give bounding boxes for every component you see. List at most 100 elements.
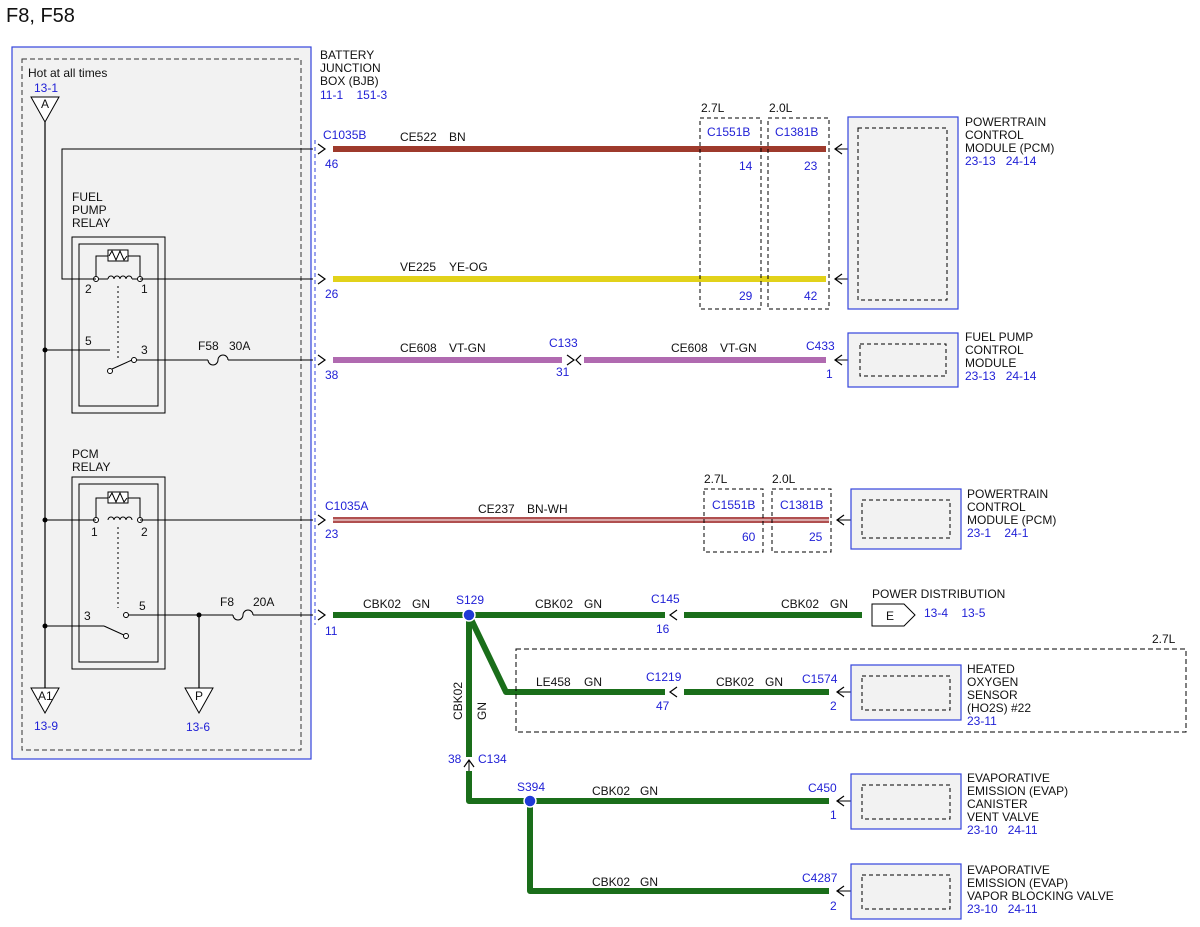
- c1551b-lower-name[interactable]: C1551B: [712, 498, 755, 512]
- connector-a1-icon: [30, 687, 60, 715]
- evap-vent-circuit: CBK02: [592, 784, 630, 798]
- connector-e-icon: [871, 603, 916, 627]
- c134-name[interactable]: C134: [478, 752, 507, 766]
- c145-name[interactable]: C145: [651, 592, 680, 606]
- fuel-pump-relay-box: [71, 236, 166, 414]
- fuel-pump-control-module[interactable]: [847, 332, 959, 388]
- w4-conn[interactable]: C1035A: [325, 499, 368, 513]
- fpr-pin-5: 5: [85, 334, 92, 348]
- w3-circuit2: CE608: [671, 341, 708, 355]
- bjb-label-1: BATTERY: [320, 48, 374, 62]
- w2-left-terminal-icon: [317, 273, 327, 285]
- ho2s-line-1: HEATED: [967, 662, 1015, 676]
- upper-2-0l-label: 2.0L: [769, 101, 793, 115]
- pcm2-refs[interactable]: 23-1 24-1: [967, 526, 1029, 540]
- fpcm-refs[interactable]: 23-13 24-14: [965, 369, 1037, 383]
- ho2s-color: GN: [584, 675, 602, 689]
- c433-pin: 1: [826, 367, 833, 381]
- green-network[interactable]: [333, 612, 862, 894]
- c4287-name[interactable]: C4287: [802, 871, 838, 885]
- c1381b-upper-box: [767, 117, 830, 310]
- evap-block-line-1: EVAPORATIVE: [967, 863, 1050, 877]
- c1574-name[interactable]: C1574: [802, 672, 838, 686]
- evap-vent-line-3: CANISTER: [967, 797, 1028, 811]
- fpcm-line-2: CONTROL: [965, 343, 1024, 357]
- c433-name[interactable]: C433: [806, 339, 835, 353]
- hot-at-all-times-label: Hot at all times: [28, 66, 107, 80]
- w5-circuit-b: CBK02: [535, 597, 573, 611]
- connector-e-label: E: [886, 609, 894, 623]
- c133-female-icon: [575, 354, 582, 366]
- bjb-inner-dashed: [21, 58, 302, 751]
- page-title: F8, F58: [6, 5, 75, 27]
- w5-color-c: GN: [830, 597, 848, 611]
- ho2s-module[interactable]: [850, 664, 962, 721]
- pcmr-label-2: RELAY: [72, 460, 110, 474]
- evap-vent-line-2: EMISSION (EVAP): [967, 784, 1068, 798]
- hot-ref-link[interactable]: 13-1: [34, 81, 58, 95]
- connector-a1-ref[interactable]: 13-9: [34, 719, 58, 733]
- w2-color: YE-OG: [449, 260, 488, 274]
- w5-pin: 11: [325, 624, 338, 638]
- c1381b-pin-25: 25: [809, 530, 823, 544]
- pcm-relay-inner: [78, 483, 159, 663]
- c145-icon: [668, 609, 678, 621]
- c450-name[interactable]: C450: [808, 781, 837, 795]
- c133-name[interactable]: C133: [549, 336, 578, 350]
- evap-block-line-3: VAPOR BLOCKING VALVE: [967, 889, 1114, 903]
- pcmr-pin-2: 2: [141, 525, 148, 539]
- c1574-pin: 2: [830, 699, 837, 713]
- c450-pin: 1: [830, 808, 837, 822]
- pcm-module-lower[interactable]: [850, 488, 962, 550]
- ho2s-refs[interactable]: 23-11: [967, 714, 997, 728]
- s129-name[interactable]: S129: [456, 593, 484, 607]
- fuse-f8-label: F8: [220, 595, 234, 609]
- ho2s-line-4: (HO2S) #22: [967, 701, 1031, 715]
- fpr-label-3: RELAY: [72, 216, 110, 230]
- upper-2-7l-label: 2.7L: [701, 101, 725, 115]
- pcm-relay-box: [71, 476, 166, 670]
- c1381b-pin-42: 42: [804, 289, 818, 303]
- pcm2-line-2: CONTROL: [967, 500, 1026, 514]
- c1381b-lower-name[interactable]: C1381B: [780, 498, 823, 512]
- power-distribution-refs[interactable]: 13-4 13-5: [924, 606, 986, 620]
- c134-pin: 38: [448, 752, 462, 766]
- bjb-label-2: JUNCTION: [320, 61, 381, 75]
- c1381b-upper-name[interactable]: C1381B: [775, 125, 818, 139]
- fpcm-line-3: MODULE: [965, 356, 1016, 370]
- c1551b-upper-name[interactable]: C1551B: [707, 125, 750, 139]
- s394-splice-icon[interactable]: [523, 794, 537, 808]
- evap-vent-refs[interactable]: 23-10 24-11: [967, 823, 1038, 837]
- s394-name[interactable]: S394: [517, 780, 545, 794]
- fuse-f8-amps: 20A: [253, 595, 274, 609]
- c1219-name[interactable]: C1219: [646, 670, 682, 684]
- pcm1-refs[interactable]: 23-13 24-14: [965, 154, 1037, 168]
- w2-pin: 26: [325, 287, 339, 301]
- c1551b-pin-60: 60: [742, 530, 756, 544]
- c1551b-lower-box: [703, 488, 764, 553]
- c1551b-upper-box: [699, 117, 762, 310]
- c1381b-pin-23: 23: [804, 159, 818, 173]
- w4-pin: 23: [325, 527, 339, 541]
- c145-pin: 16: [656, 622, 670, 636]
- evap-vent-line-1: EVAPORATIVE: [967, 771, 1050, 785]
- c133-pin: 31: [556, 365, 570, 379]
- w3-color2: VT-GN: [720, 341, 757, 355]
- evap-block-refs[interactable]: 23-10 24-11: [967, 902, 1038, 916]
- fpr-pin-2: 2: [85, 282, 92, 296]
- pcmr-switch-icon: [42, 609, 313, 639]
- w5-color-b: GN: [584, 597, 602, 611]
- bjb-refs[interactable]: 11-1 151-3: [320, 88, 387, 102]
- evap-block-module[interactable]: [850, 863, 962, 920]
- ho2s-circuit: LE458: [536, 675, 571, 689]
- pcm-module-upper[interactable]: [847, 116, 959, 310]
- s129-splice-icon[interactable]: [462, 608, 476, 622]
- evap-vent-color: GN: [640, 784, 658, 798]
- pcmr-pin-5: 5: [139, 599, 146, 613]
- w1-pin: 46: [325, 157, 339, 171]
- connector-p-ref[interactable]: 13-6: [186, 720, 210, 734]
- w1-conn[interactable]: C1035B: [323, 128, 366, 142]
- pcmr-pin-1: 1: [91, 525, 98, 539]
- vert-circuit: CBK02: [451, 682, 465, 720]
- evap-vent-module[interactable]: [850, 773, 962, 830]
